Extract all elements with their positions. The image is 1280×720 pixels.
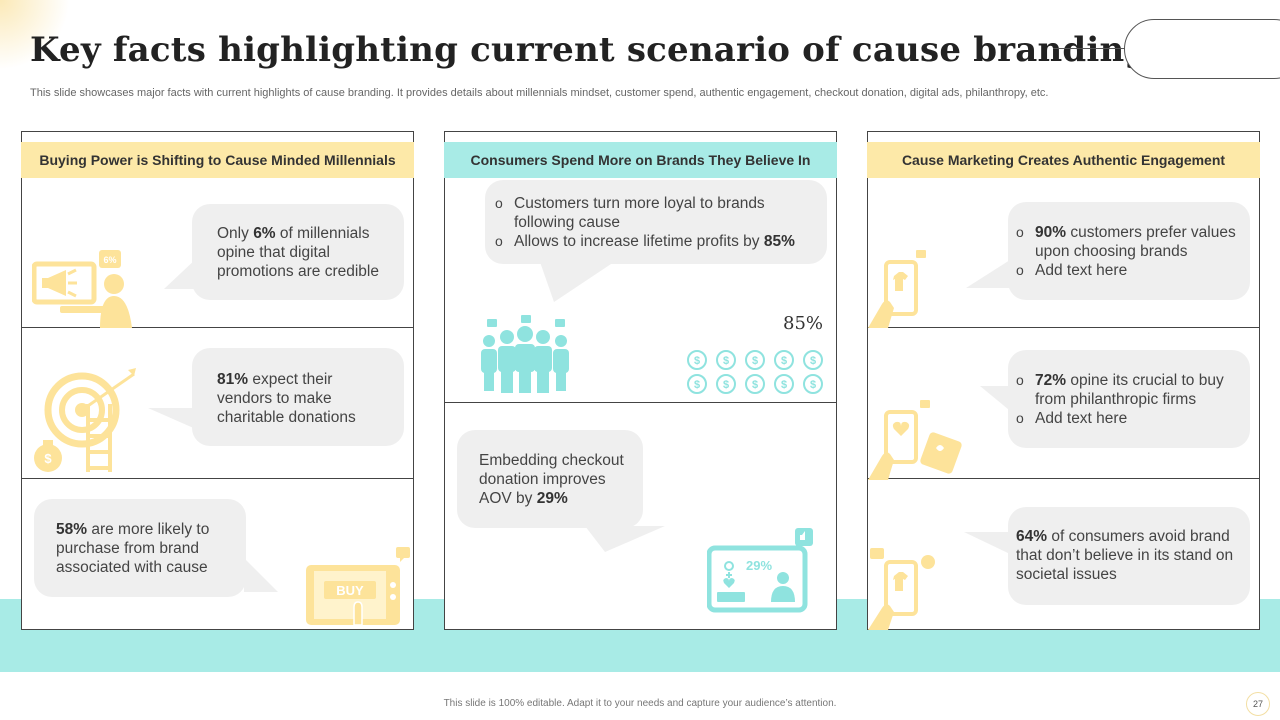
svg-text:$: $ — [44, 451, 52, 466]
fact-stat: 81% — [217, 371, 249, 388]
fact-text: Embedding checkout donation improves AOV… — [479, 452, 624, 507]
bullet-item: Add text here — [1016, 261, 1240, 280]
svg-text:$: $ — [694, 355, 700, 367]
panel-millennials: Buying Power is Shifting to Cause Minded… — [21, 131, 414, 630]
svg-text:$: $ — [752, 355, 758, 367]
bullet-text: customers prefer values upon choosing br… — [1035, 224, 1236, 260]
slide-description: This slide showcases major facts with cu… — [30, 87, 1049, 99]
panel-header: Cause Marketing Creates Authentic Engage… — [867, 142, 1260, 178]
page-number: 27 — [1246, 692, 1270, 716]
row-divider — [22, 478, 413, 479]
svg-text:$: $ — [810, 379, 816, 391]
lifetime-profit-stat: 85% — [783, 313, 824, 334]
bullet-item: Customers turn more loyal to brands foll… — [495, 194, 813, 232]
checkout-badge-text: 29% — [746, 558, 772, 573]
fact-text: of millennials opine that digital promot… — [217, 225, 379, 280]
bullet-list: Customers turn more loyal to brands foll… — [495, 194, 813, 251]
svg-text:$: $ — [752, 379, 758, 391]
bullet-text: opine its crucial to buy from philanthro… — [1035, 372, 1224, 408]
row-divider — [868, 327, 1259, 328]
bubble-tail — [244, 558, 278, 592]
digital-promotion-icon: 6% — [32, 250, 132, 328]
fact-stat: 58% — [56, 521, 88, 538]
fact-text: of consumers avoid brand that don’t beli… — [1016, 528, 1234, 583]
fact-text: expect their vendors to make charitable … — [217, 371, 356, 426]
fact-bubble-64pct: 64% of consumers avoid brand that don’t … — [1008, 507, 1250, 605]
bullet-list: 72% opine its crucial to buy from philan… — [1016, 371, 1240, 428]
bullet-text: Allows to increase lifetime profits by — [514, 233, 764, 250]
footer-note: This slide is 100% editable. Adapt it to… — [443, 698, 837, 709]
row-divider — [445, 402, 836, 403]
target-ladder-icon: $ — [34, 368, 136, 472]
svg-text:$: $ — [723, 379, 729, 391]
svg-text:$: $ — [810, 355, 816, 367]
svg-text:$: $ — [781, 379, 787, 391]
fact-bubble-6pct: Only 6% of millennials opine that digita… — [192, 204, 404, 300]
panel-header: Buying Power is Shifting to Cause Minded… — [21, 142, 414, 178]
bullet-text: Customers turn more loyal to brands foll… — [514, 195, 765, 231]
bubble-tail — [966, 260, 1010, 288]
bullet-item: Add text here — [1016, 409, 1240, 428]
promo-badge-text: 6% — [103, 255, 116, 265]
checkout-screen-icon: 29% — [707, 528, 813, 613]
bubble-tail — [540, 262, 614, 302]
buy-button-text: BUY — [336, 583, 364, 598]
bubble-tail — [964, 532, 1010, 554]
fact-bubble-81pct: 81% expect their vendors to make charita… — [192, 348, 404, 446]
title-decoration-pill — [1124, 19, 1280, 79]
bullet-text: Add text here — [1035, 410, 1128, 427]
bullet-stat: 72% — [1035, 372, 1067, 389]
panel-authentic-engagement: Cause Marketing Creates Authentic Engage… — [867, 131, 1260, 630]
fact-bubble-58pct: 58% are more likely to purchase from bra… — [34, 499, 246, 597]
bullet-stat: 85% — [763, 233, 795, 250]
bullet-item: 90% customers prefer values upon choosin… — [1016, 223, 1240, 261]
bubble-tail — [585, 526, 665, 552]
fact-bubble-90pct: 90% customers prefer values upon choosin… — [1008, 202, 1250, 300]
customer-group-icon — [481, 315, 569, 393]
row-divider — [868, 478, 1259, 479]
bullet-text: Add text here — [1035, 262, 1128, 279]
fact-bubble-72pct: 72% opine its crucial to buy from philan… — [1008, 350, 1250, 448]
phone-tshirt-icon — [868, 250, 926, 328]
bullet-stat: 90% — [1035, 224, 1067, 241]
page-title: Key facts highlighting current scenario … — [30, 30, 1149, 70]
svg-text:$: $ — [694, 379, 700, 391]
panel-header: Consumers Spend More on Brands They Beli… — [444, 142, 837, 178]
fact-stat: 6% — [253, 225, 276, 242]
fact-text: Only — [217, 225, 254, 242]
bubble-tail — [148, 408, 198, 430]
fact-stat: 64% — [1016, 528, 1048, 545]
dollar-coins-icon: $ $ $ $ $ $ $ $ $ $ — [687, 350, 823, 394]
buy-tablet-icon: BUY — [306, 547, 410, 626]
svg-text:$: $ — [781, 355, 787, 367]
phone-shirt-like-icon — [868, 548, 935, 630]
title-connector-line — [1053, 48, 1125, 49]
svg-text:$: $ — [723, 355, 729, 367]
corner-glow — [0, 0, 70, 70]
panel-consumer-spend: Consumers Spend More on Brands They Beli… — [444, 131, 837, 630]
row-divider — [22, 327, 413, 328]
fact-text: are more likely to purchase from brand a… — [56, 521, 210, 576]
fact-stat: 29% — [536, 490, 568, 507]
phone-donation-icon — [868, 400, 962, 480]
bullet-item: Allows to increase lifetime profits by 8… — [495, 232, 813, 251]
loyalty-bullets-bubble: Customers turn more loyal to brands foll… — [485, 180, 827, 264]
bullet-list: 90% customers prefer values upon choosin… — [1016, 223, 1240, 280]
checkout-donation-bubble: Embedding checkout donation improves AOV… — [457, 430, 643, 528]
bullet-item: 72% opine its crucial to buy from philan… — [1016, 371, 1240, 409]
